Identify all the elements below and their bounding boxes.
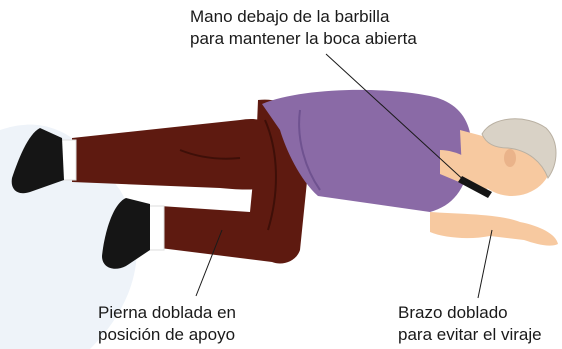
label-bent-leg-line2: posición de apoyo: [98, 325, 236, 344]
mouth-shadow: [458, 176, 492, 198]
leader-line-top: [325, 53, 469, 185]
label-bent-arm-line2: para evitar el viraje: [398, 325, 542, 344]
label-bent-arm-line1: Brazo doblado: [398, 303, 508, 322]
label-hand-under-chin-line2: para mantener la boca abierta: [190, 29, 417, 48]
leader-line-leg: [195, 229, 223, 297]
bottom-sock: [147, 205, 165, 251]
recovery-position-figure: [11, 89, 558, 269]
label-bent-leg-line1: Pierna doblada en: [98, 303, 237, 322]
label-hand-under-chin: Mano debajo de la barbilla para mantener…: [190, 6, 417, 50]
top-leg: [72, 118, 286, 190]
bent-leg-knee-shadow: [264, 119, 277, 231]
hand-under-chin: [440, 150, 492, 191]
top-shoe-icon: [11, 128, 65, 194]
ear: [504, 149, 516, 167]
bottom-shoe-icon: [102, 198, 150, 269]
leader-line-arm: [477, 229, 493, 299]
label-hand-under-chin-line1: Mano debajo de la barbilla: [190, 7, 390, 26]
hair: [481, 118, 557, 180]
top-leg-fold: [179, 149, 241, 160]
bent-arm: [430, 212, 558, 246]
shirt-shadow: [298, 109, 321, 191]
label-bent-arm: Brazo doblado para evitar el viraje: [398, 302, 542, 346]
label-bent-leg: Pierna doblada en posición de apoyo: [98, 302, 236, 346]
